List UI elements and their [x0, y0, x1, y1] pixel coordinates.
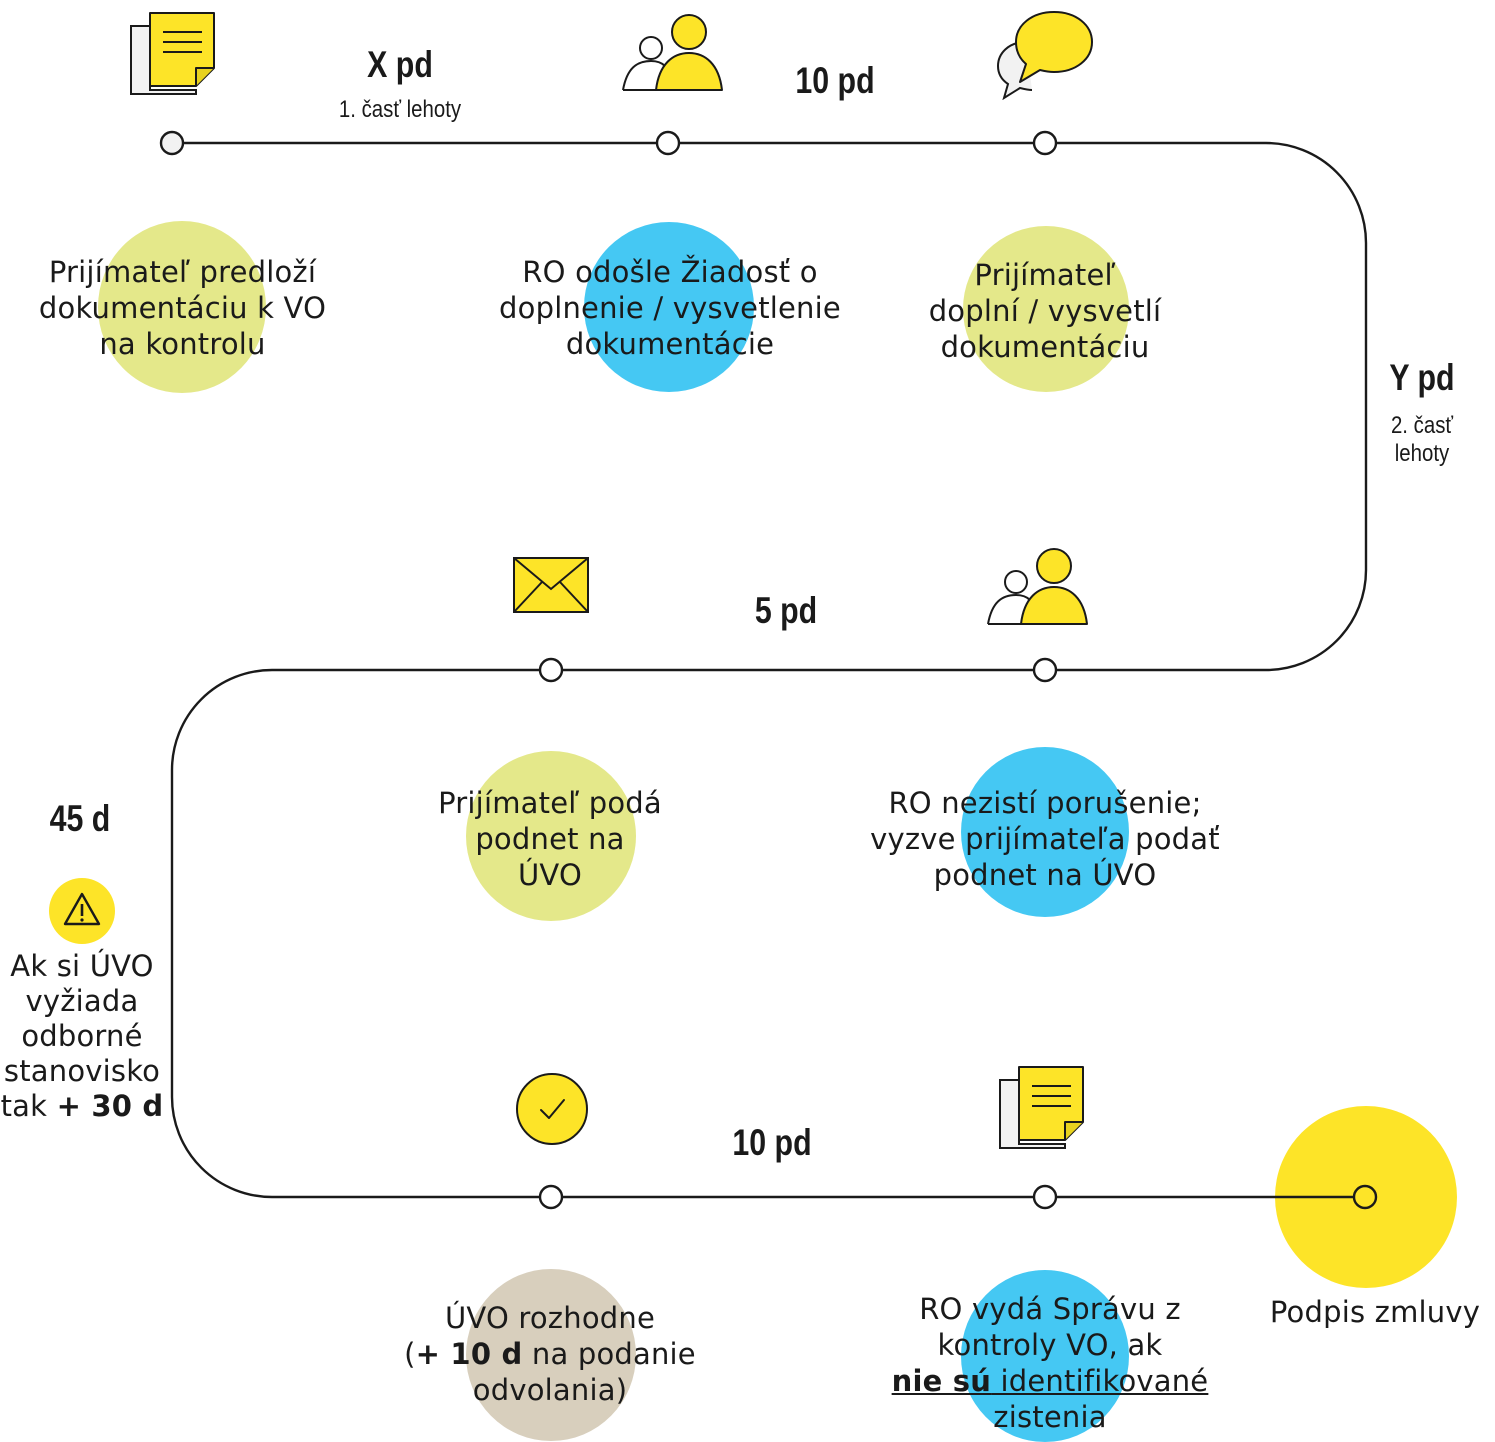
- duration-y-pd: Y pd: [1389, 357, 1455, 398]
- step7-circle: [961, 1270, 1129, 1442]
- duration-x-sub: 1. časť lehoty: [338, 96, 462, 123]
- node-7: [1032, 1184, 1058, 1210]
- speech-bubbles-icon: [994, 8, 1096, 101]
- duration-5pd: 5 pd: [754, 590, 818, 631]
- step6-circle: [466, 1269, 636, 1441]
- envelope-icon: [512, 556, 590, 614]
- node-4: [1032, 657, 1058, 683]
- node-1: [159, 130, 185, 156]
- node-3: [1032, 130, 1058, 156]
- duration-10pd-third: 10 pd: [732, 1122, 812, 1163]
- step8-text: Podpis zmluvy: [1269, 1295, 1481, 1329]
- duration-45d: 45 d: [49, 798, 111, 839]
- step5-circle: [466, 751, 636, 921]
- check-circle-icon: [515, 1072, 589, 1146]
- step4-circle: [961, 747, 1129, 917]
- step4-text: RO nezistí porušenie;vyzve prijímateľa p…: [870, 786, 1220, 892]
- users-icon-2: [986, 546, 1090, 626]
- step1-circle: [98, 221, 266, 393]
- step7-text: RO vydá Správu z kontroly VO, ak nie sú …: [891, 1292, 1209, 1434]
- step2-circle: [584, 222, 754, 392]
- node-2: [655, 130, 681, 156]
- users-icon: [621, 12, 725, 92]
- step6-text: ÚVO rozhodne (+ 10 d na podanie odvolani…: [404, 1301, 696, 1407]
- warning-text: Ak si ÚVO vyžiada odborné stanovisko tak…: [0, 949, 164, 1123]
- warning-icon: [49, 878, 115, 944]
- node-5: [538, 657, 564, 683]
- node-6: [538, 1184, 564, 1210]
- duration-10pd-first: 10 pd: [795, 60, 875, 101]
- timeline-nodes: [159, 130, 1058, 1210]
- step3-circle: [963, 226, 1129, 392]
- document-icon-2: [997, 1064, 1087, 1150]
- document-icon: [128, 10, 218, 96]
- duration-x-pd: X pd: [367, 44, 433, 85]
